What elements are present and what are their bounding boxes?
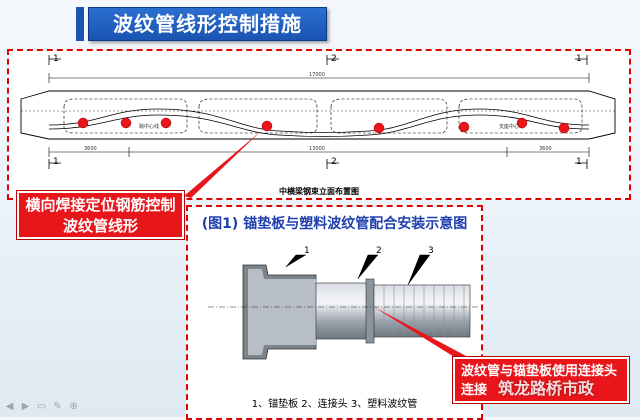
prev-icon[interactable]: ◀: [5, 401, 14, 412]
box-label-right: 支座中心线: [499, 123, 524, 130]
install-diagram-svg: 1 2 3: [208, 246, 478, 363]
duct-marker-1: [77, 117, 89, 129]
title-accent-bar: [76, 7, 84, 41]
menu-icon[interactable]: ▭: [36, 401, 47, 412]
section-mark-right-bottom: 1: [576, 157, 582, 167]
duct-marker-4: [261, 120, 273, 132]
slideshow-nav: ◀ ▶ ▭ ✎ ⊕: [4, 401, 79, 412]
duct-marker-2: [120, 117, 132, 129]
install-diagram-frame: (图1) 锚垫板与塑料波纹管配合安装示意图 1 2 3: [186, 205, 483, 420]
part-label-3: 3: [428, 246, 434, 256]
dim-right: 3600: [539, 146, 552, 152]
next-icon[interactable]: ▶: [21, 401, 30, 412]
install-diagram-title: (图1) 锚垫板与塑料波纹管配合安装示意图: [201, 216, 468, 232]
box-label-left: 跨中心线: [139, 123, 159, 130]
duct-marker-5: [373, 122, 385, 134]
drawing-caption: 中横梁钢束立面布置图: [279, 186, 359, 196]
dim-mid: 13000: [309, 146, 325, 152]
section-mark-left-bottom: 1: [53, 157, 59, 167]
beam-elevation-svg: 1 2 1 1 2 1: [20, 54, 616, 198]
connector-collar: [365, 278, 375, 344]
install-diagram-caption: 1、锚垫板 2、连接头 3、塑料波纹管: [251, 399, 418, 410]
pen-icon[interactable]: ✎: [53, 401, 62, 412]
callout-connector: 波纹管与锚垫板使用连接头连接: [453, 357, 629, 403]
callout-positioning-rebar: 横向焊接定位钢筋控制波纹管线形: [17, 191, 184, 239]
part-label-2: 2: [376, 246, 382, 256]
anchor-plate-inner: [248, 269, 316, 355]
duct-marker-3: [160, 117, 172, 129]
connector-sleeve: [315, 282, 375, 340]
callout-arrow-2: [374, 307, 468, 363]
callout-arrow-1: [184, 131, 261, 198]
plastic-corrugated-duct: [373, 284, 471, 338]
watermark-text: 筑龙路桥市政: [498, 379, 595, 398]
zoom-icon[interactable]: ⊕: [69, 401, 78, 412]
dim-left: 3600: [84, 146, 97, 152]
part-label-1: 1: [304, 246, 310, 256]
duct-marker-6: [458, 121, 470, 133]
duct-marker-8: [558, 122, 570, 134]
section-mark-mid-bottom: 2: [331, 157, 337, 167]
elevation-drawing: 1 2 1 1 2 1: [7, 49, 631, 200]
slide-title: 波纹管线形控制措施: [88, 7, 327, 41]
dim-total: 17000: [309, 72, 325, 78]
duct-marker-7: [516, 117, 528, 129]
